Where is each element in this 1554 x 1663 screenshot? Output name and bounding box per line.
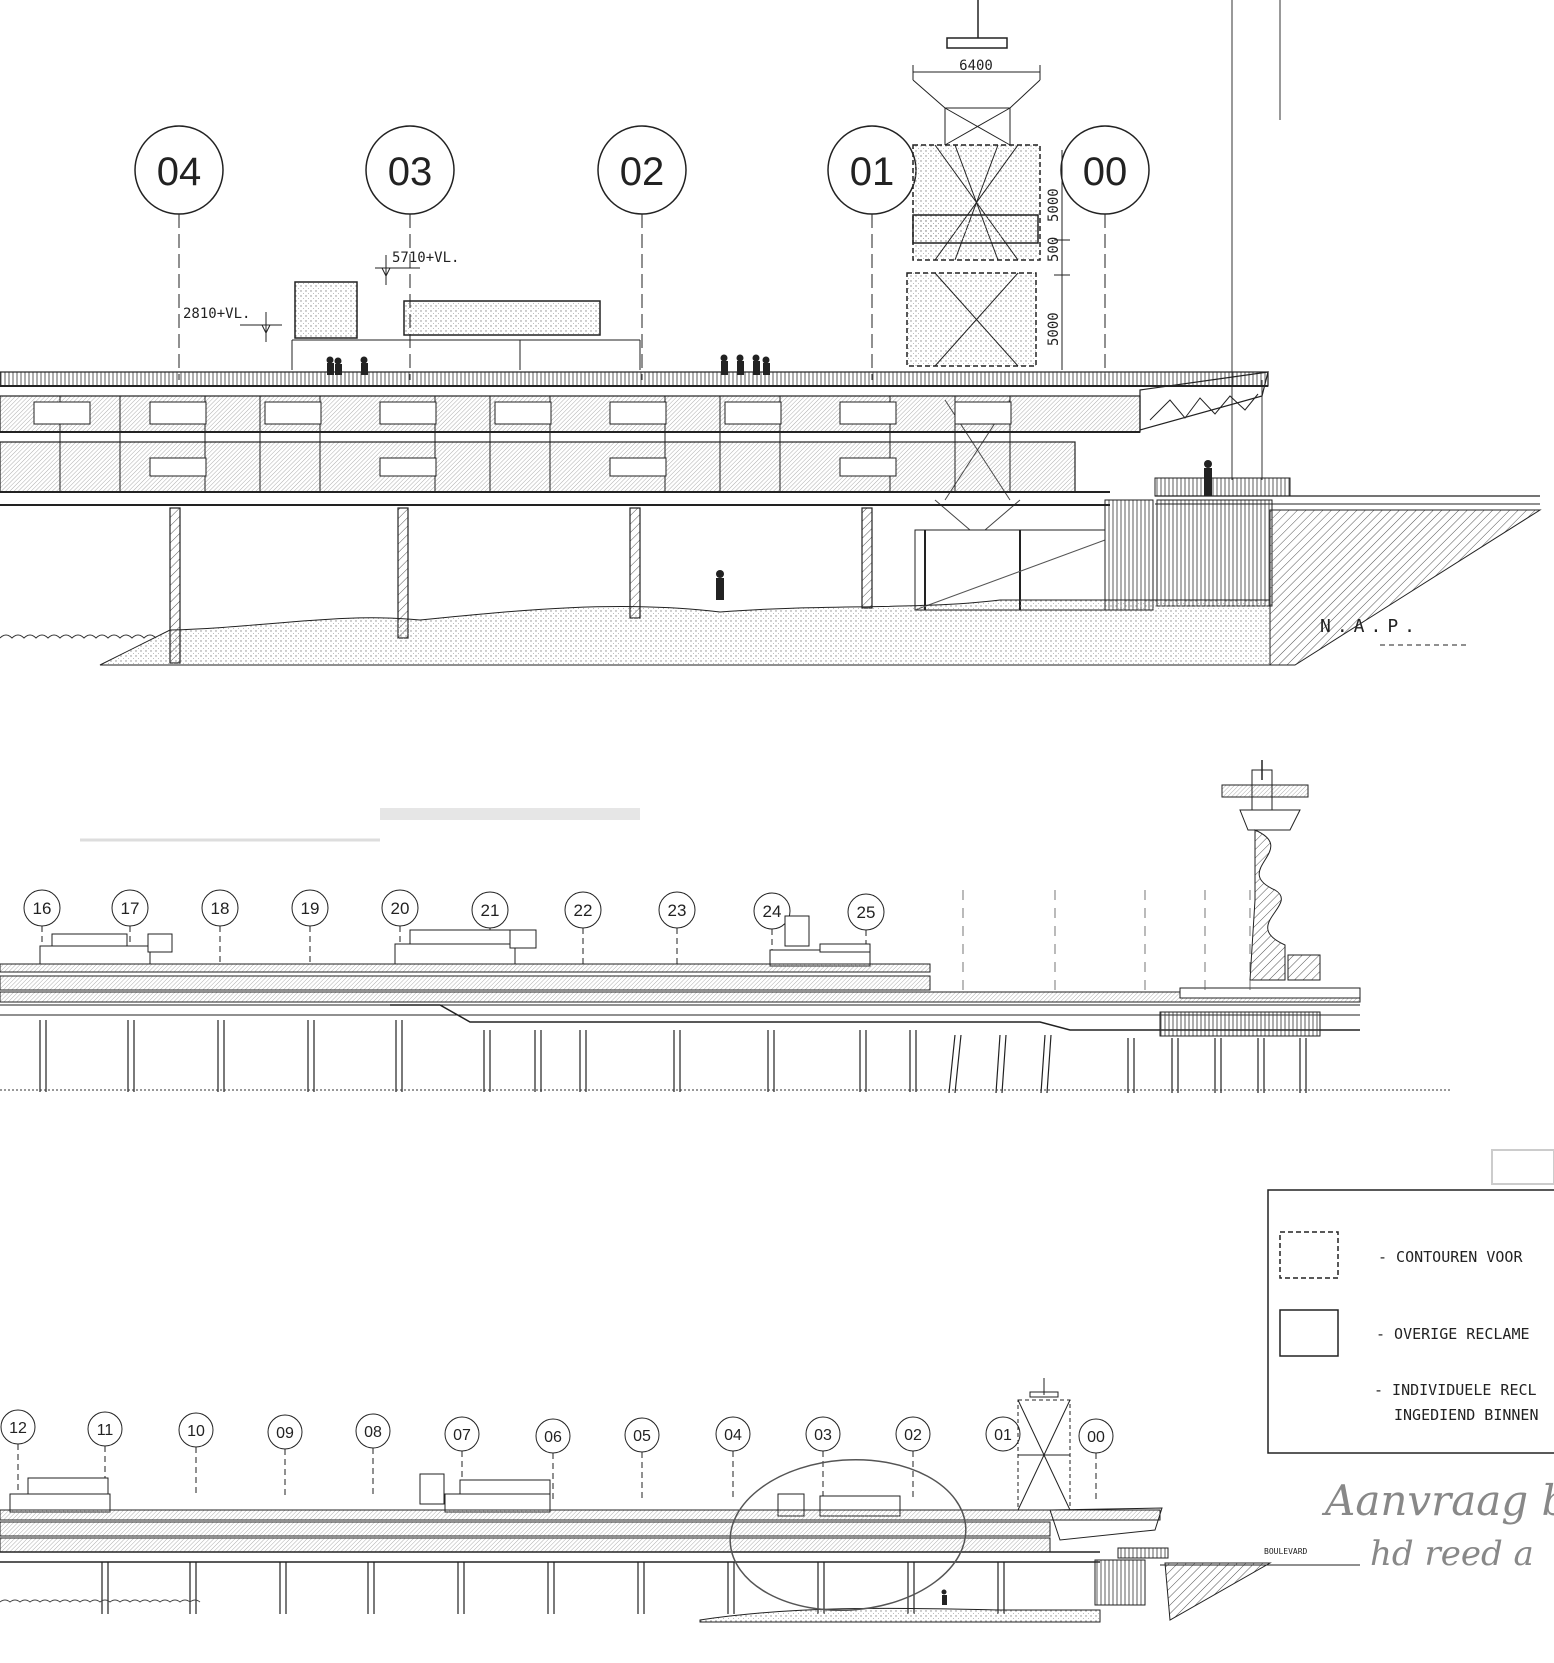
grid-marker-07: 07 [444,1416,480,1495]
svg-text:02: 02 [620,150,665,194]
svg-text:23: 23 [668,901,687,920]
spiral-tower [1221,760,1321,981]
svg-text:16: 16 [33,899,52,918]
observation-tower: 6400 5000 500 [906,0,1070,531]
svg-text:09: 09 [276,1425,294,1442]
grid-marker-22: 22 [564,891,602,965]
svg-text:Aanvraag b: Aanvraag b [1321,1476,1554,1525]
svg-text:02: 02 [904,1427,922,1444]
svg-text:03: 03 [814,1427,832,1444]
bottom-elevation: 12 11 10 09 08 07 06 05 04 03 02 01 00 [0,1378,1360,1623]
handwritten-note: Aanvraag b hd reed a [1321,1476,1554,1574]
level-marker-upper: 5710+VL. [375,250,459,285]
svg-text:22: 22 [574,901,593,920]
grid-marker-17: 17 [111,889,149,965]
svg-text:00: 00 [1087,1429,1105,1446]
grid-marker-12: 12 [0,1409,36,1490]
dim-gap-500: 500 [1046,237,1062,262]
grid-marker-02-bottom: 02 [895,1416,931,1500]
svg-text:17: 17 [121,899,140,918]
grid-marker-25: 25 [847,893,885,965]
dim-upper-5000: 5000 [1046,188,1062,222]
svg-text:05: 05 [633,1428,651,1445]
grid-marker-10: 10 [178,1412,214,1495]
middle-elevation: 16 17 18 19 20 21 22 23 24 25 [0,760,1450,1094]
grid-marker-23: 23 [658,891,696,965]
grid-marker-11: 11 [87,1411,123,1490]
svg-text:5710+VL.: 5710+VL. [392,250,459,266]
svg-text:12: 12 [9,1420,27,1437]
grid-marker-05: 05 [624,1417,660,1500]
tower-width-dimension: 6400 [959,58,993,74]
grid-marker-18: 18 [201,889,239,965]
grid-marker-01: 01 [827,125,917,380]
legend-item-contours: - CONTOUREN VOOR [1378,1248,1523,1266]
svg-text:18: 18 [211,899,230,918]
grid-marker-02: 02 [597,125,687,380]
svg-text:10: 10 [187,1423,205,1440]
rooftop-billboard-small [294,281,358,339]
grid-marker-01-bottom: 01 [985,1416,1021,1452]
grid-marker-06: 06 [535,1418,571,1500]
ad-contour-lower [906,272,1037,367]
grid-marker-00-bottom: 00 [1078,1418,1114,1500]
svg-text:2810+VL.: 2810+VL. [183,306,250,322]
grid-marker-08: 08 [355,1413,391,1495]
svg-text:hd reed a: hd reed a [1370,1534,1534,1574]
handdrawn-highlight-ellipse [729,1458,967,1612]
top-elevation: 04 03 02 01 00 [0,0,1542,666]
legend-item-other-ads: - OVERIGE RECLAME [1376,1325,1530,1343]
svg-text:20: 20 [391,899,410,918]
svg-text:01: 01 [850,150,895,194]
grid-marker-03: 03 [365,125,455,380]
svg-text:24: 24 [763,902,782,921]
legend-item-individual: - INDIVIDUELE RECL [1374,1381,1537,1399]
grid-marker-03-bottom: 03 [805,1416,841,1500]
svg-text:25: 25 [857,903,876,922]
dim-lower-5000: 5000 [1046,312,1062,346]
grid-marker-09: 09 [267,1414,303,1495]
svg-text:01: 01 [994,1427,1012,1444]
legend-item-individual-line2: INGEDIEND BINNEN [1394,1406,1539,1424]
svg-text:19: 19 [301,899,320,918]
legend-solid-box-icon [1279,1309,1339,1357]
boulevard-label: BOULEVARD [1264,1547,1308,1556]
svg-text:06: 06 [544,1429,562,1446]
grid-marker-00: 00 [1060,125,1150,380]
svg-text:21: 21 [481,901,500,920]
grid-marker-04-bottom: 04 [715,1416,751,1500]
svg-text:11: 11 [97,1422,114,1439]
svg-text:00: 00 [1083,150,1128,194]
grid-marker-19: 19 [291,889,329,965]
svg-text:08: 08 [364,1424,382,1441]
svg-text:04: 04 [724,1427,742,1444]
legend-dashed-box-icon [1279,1231,1339,1279]
svg-text:07: 07 [453,1427,471,1444]
nap-label: N.A.P. [1320,616,1421,637]
level-marker-lower: 2810+VL. [183,306,282,342]
svg-text:03: 03 [388,150,433,194]
rooftop-billboard-large [403,300,601,336]
legend-panel: - CONTOUREN VOOR - OVERIGE RECLAME - IND… [1267,1189,1554,1454]
grid-marker-04: 04 [134,125,224,380]
svg-text:04: 04 [157,150,202,194]
